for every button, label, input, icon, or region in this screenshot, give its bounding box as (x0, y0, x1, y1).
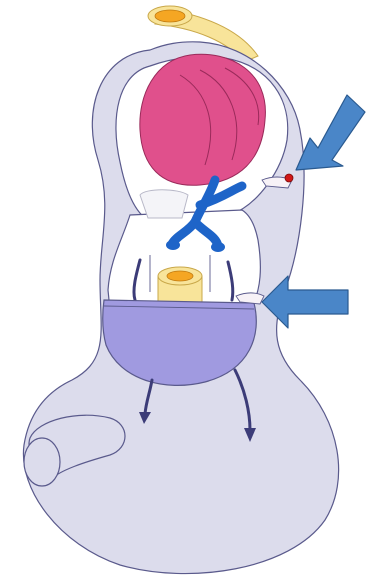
red-marker-dot (285, 174, 293, 182)
pointer-arrow-icon (296, 95, 365, 170)
ghost-lobe (140, 190, 188, 218)
gut-loop-opening (24, 438, 60, 486)
lower-membrane-flap (236, 293, 264, 304)
pointer-arrow-upper (296, 95, 365, 170)
heart-body (140, 54, 266, 185)
blue-vessel-node-left (166, 240, 180, 250)
heart (140, 54, 266, 185)
middle-tube-lumen (167, 271, 193, 281)
top-tube-lumen (155, 10, 185, 22)
blue-vessel-node-right (211, 242, 225, 252)
